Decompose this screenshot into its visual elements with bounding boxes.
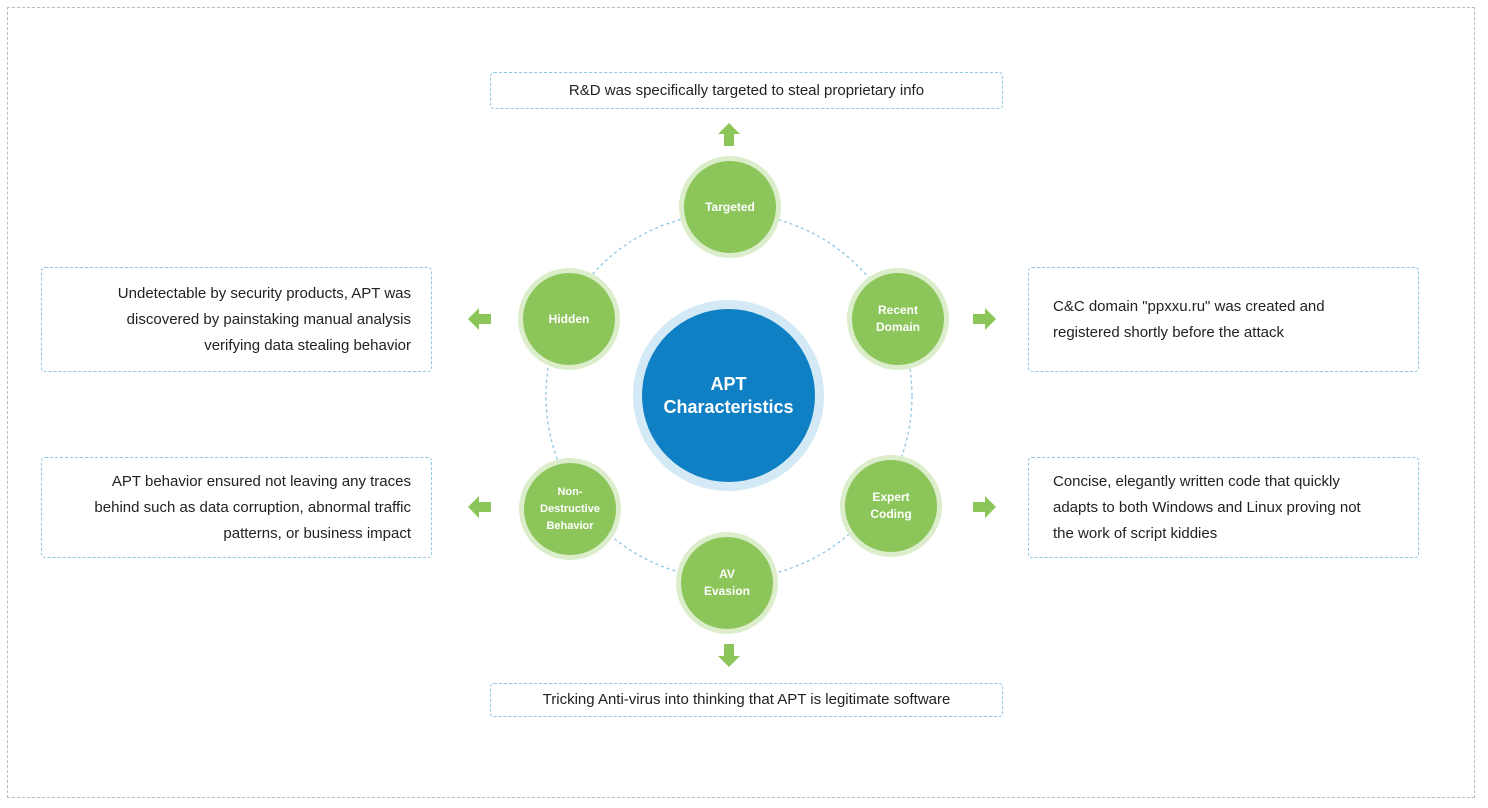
arrow-right-icon [973, 308, 996, 330]
arrow-left-icon [468, 308, 491, 330]
description-line: APT behavior ensured not leaving any tra… [111, 472, 411, 490]
description-line: registered shortly before the attack [1053, 323, 1284, 341]
diagram-frame [7, 7, 1475, 798]
description-line: verifying data stealing behavior [204, 336, 411, 354]
node-label: Expert Coding [870, 490, 912, 521]
arrow-down-icon [718, 644, 740, 667]
center-circle: APT Characteristics [642, 309, 815, 482]
node-hidden: Hidden [523, 273, 615, 365]
node-non-destructive: Non-Destructive Behavior [524, 463, 616, 555]
description-text: R&D was specifically targeted to steal p… [568, 81, 925, 99]
description-box-non-destructive: APT behavior ensured not leaving any tra… [41, 457, 432, 558]
description-line: Concise, elegantly written code that qui… [1053, 472, 1340, 490]
node-expert-coding: Expert Coding [845, 460, 937, 552]
arrow-up-icon [718, 123, 740, 146]
description-line: behind such as data corruption, abnormal… [94, 498, 411, 516]
node-label: Recent Domain [875, 303, 920, 334]
description-box-expert-coding: Concise, elegantly written code that qui… [1028, 457, 1419, 558]
description-line: adapts to both Windows and Linux proving… [1053, 498, 1361, 516]
description-box-targeted: R&D was specifically targeted to steal p… [490, 72, 1003, 109]
arrow-right-icon [973, 496, 996, 518]
node-label: Hidden [548, 311, 590, 326]
arrow-left-icon [468, 496, 491, 518]
description-line: Undetectable by security products, APT w… [117, 284, 411, 302]
description-line: patterns, or business impact [223, 524, 411, 542]
node-targeted: Targeted [684, 161, 776, 253]
node-label: Non-Destructive Behavior [540, 485, 600, 532]
node-av-evasion: AV Evasion [681, 537, 773, 629]
description-line: discovered by painstaking manual analysi… [126, 310, 411, 328]
description-box-hidden: Undetectable by security products, APT w… [41, 267, 432, 372]
node-label: Targeted [705, 199, 755, 214]
center-label: APT Characteristics [663, 373, 794, 417]
node-label: AV Evasion [703, 567, 751, 598]
description-text: Tricking Anti-virus into thinking that A… [542, 691, 951, 708]
description-box-recent-domain: C&C domain "ppxxu.ru" was created and re… [1028, 267, 1419, 372]
node-recent-domain: Recent Domain [852, 273, 944, 365]
description-line: the work of script kiddies [1053, 524, 1218, 542]
description-line: C&C domain "ppxxu.ru" was created and [1053, 297, 1325, 315]
description-box-av-evasion: Tricking Anti-virus into thinking that A… [490, 683, 1003, 717]
